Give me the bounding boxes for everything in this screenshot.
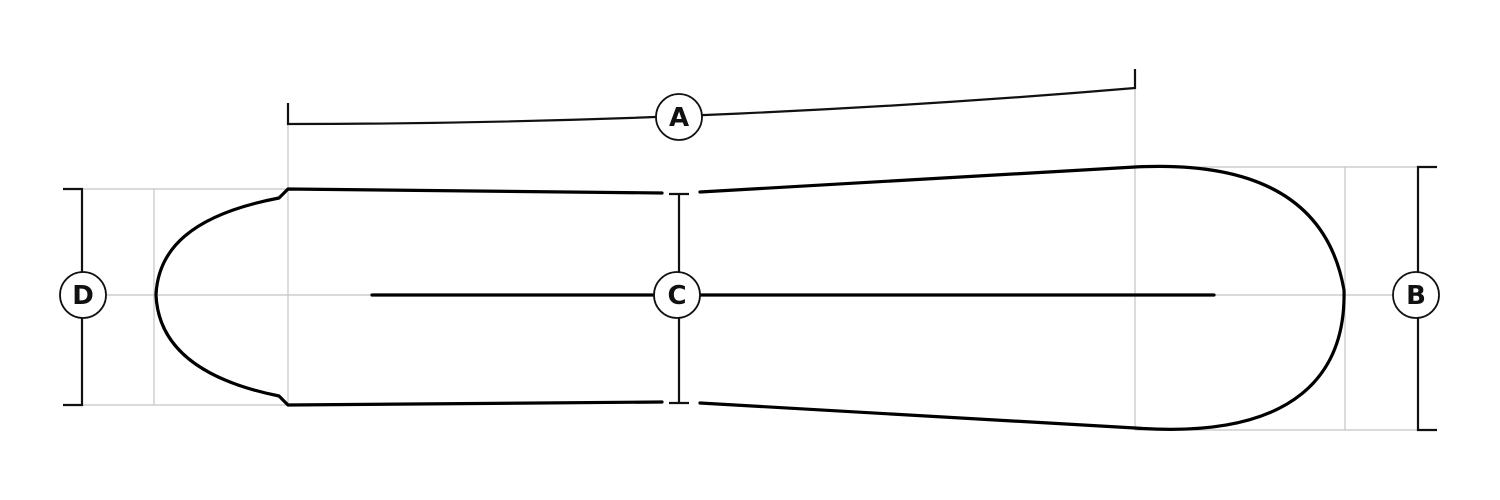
label-a: A	[669, 103, 689, 133]
label-c: C	[667, 281, 686, 311]
label-a-bubble	[655, 93, 703, 141]
label-c-bubble	[653, 271, 701, 319]
label-d: D	[72, 281, 94, 311]
board-top-edge-front	[154, 187, 664, 407]
label-b-bubble	[1392, 271, 1440, 319]
dimension-a: A	[286, 69, 1137, 141]
dimension-a-line	[286, 69, 1137, 126]
guide-lines	[82, 88, 1418, 431]
dimension-d: D	[59, 187, 107, 407]
label-d-bubble	[59, 271, 107, 319]
board-outline	[154, 164, 1346, 431]
board-edge-rear	[698, 164, 1346, 431]
dimension-c: C	[653, 192, 701, 405]
label-b: B	[1406, 281, 1426, 311]
dimension-b: B	[1392, 165, 1440, 432]
